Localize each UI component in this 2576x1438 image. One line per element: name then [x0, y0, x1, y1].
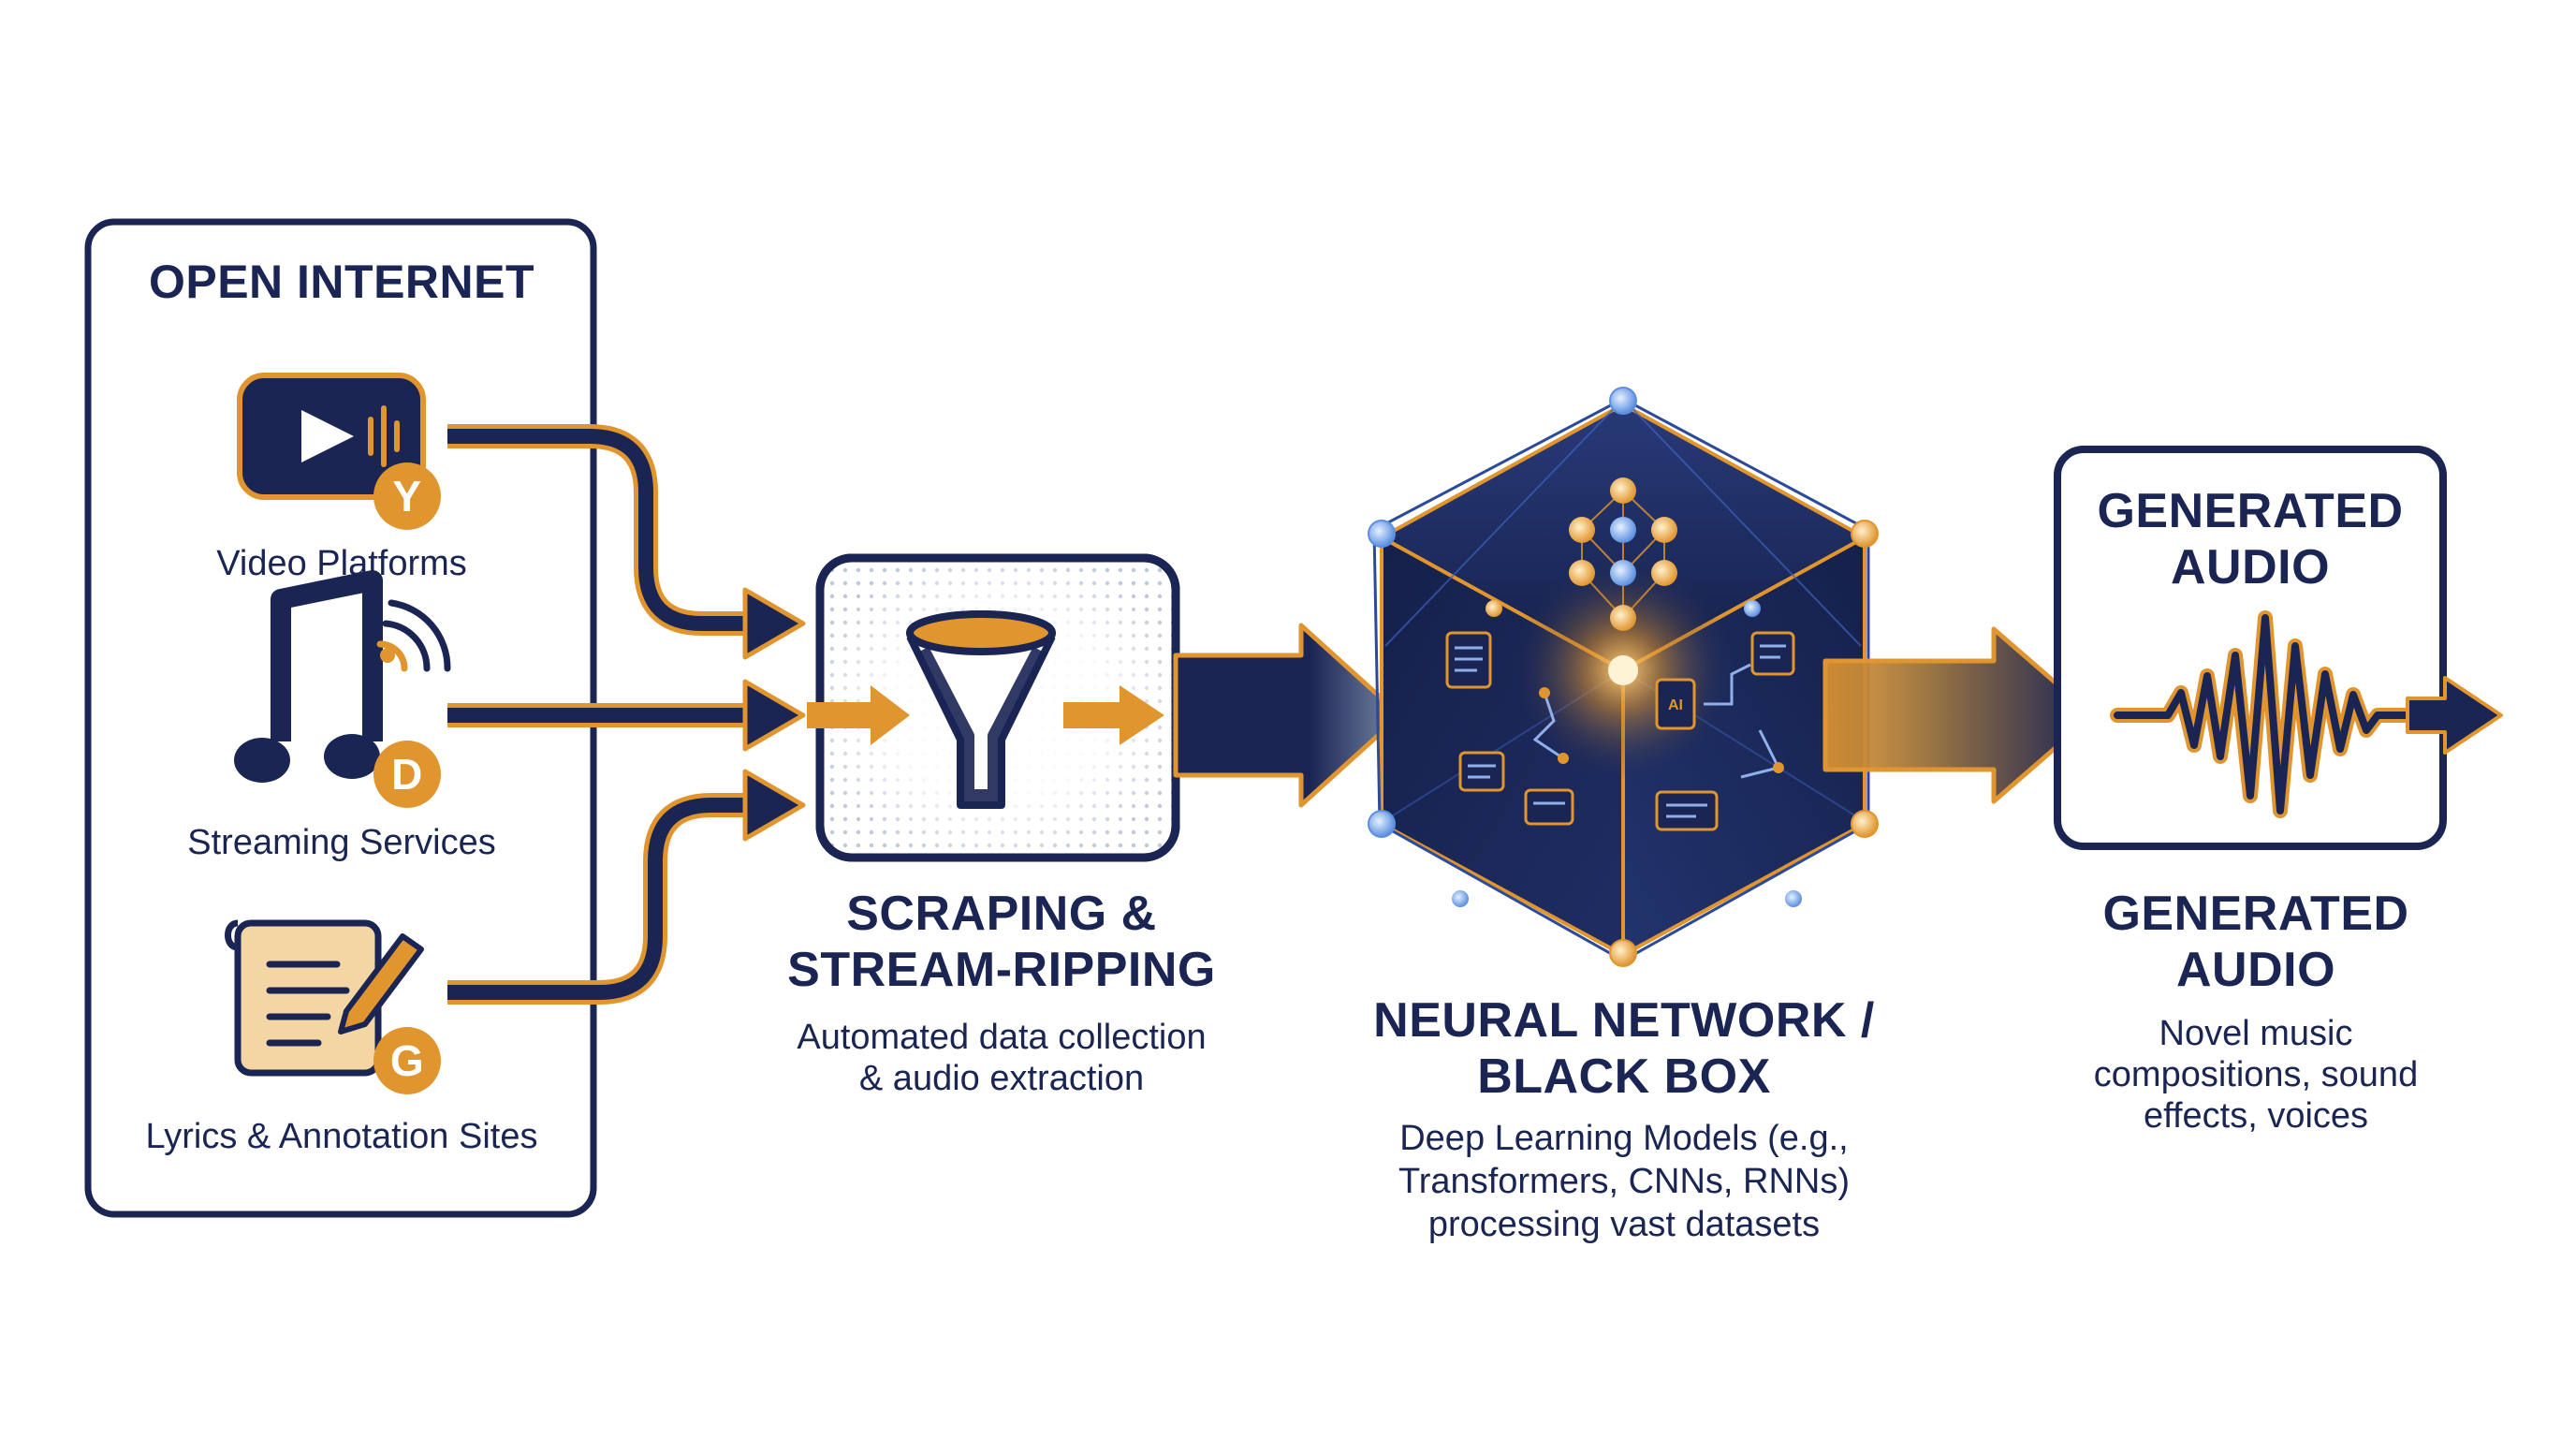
waveform-icon	[2110, 610, 2503, 818]
ai-panel-text: AI	[1668, 697, 1683, 713]
scrape-in-arrow	[807, 685, 910, 745]
lyrics-badge-letter: G	[389, 1036, 425, 1085]
streaming-badge	[373, 741, 441, 808]
neural-title-line2: BLACK BOX	[1477, 1049, 1771, 1104]
neural-desc-line3: processing vast datasets	[1427, 1205, 1821, 1244]
music-note-icon	[234, 570, 451, 783]
source-arrows	[447, 424, 806, 1005]
streaming-badge-letter: D	[391, 750, 423, 799]
output-desc-line1: Novel music	[2159, 1014, 2353, 1053]
output-desc-line3: effects, voices	[2143, 1096, 2369, 1136]
document-pen-icon	[225, 919, 424, 1077]
scraping-desc-line1: Automated data collection	[797, 1018, 1207, 1057]
lyrics-badge	[373, 1027, 441, 1094]
scrape-out-arrow	[1063, 685, 1164, 745]
output-desc-line2: compositions, sound	[2093, 1055, 2419, 1094]
streaming-services-label: Streaming Services	[187, 823, 496, 862]
funnel-icon	[906, 610, 1056, 809]
video-platforms-label: Video Platforms	[216, 544, 467, 583]
output-box-title-line2: AUDIO	[2170, 540, 2331, 594]
lyrics-sites-label: Lyrics & Annotation Sites	[145, 1117, 538, 1156]
scraping-title-line2: STREAM-RIPPING	[787, 943, 1216, 997]
network-to-output-arrow	[1822, 626, 2096, 804]
video-badge-letter: Y	[392, 472, 422, 521]
video-play-icon	[237, 373, 426, 500]
neural-cube-icon: AI	[1368, 387, 1879, 967]
scraping-desc-line2: & audio extraction	[858, 1059, 1145, 1098]
output-title-line1: GENERATED	[2102, 887, 2409, 941]
scraping-title-line1: SCRAPING &	[846, 887, 1157, 941]
scraper-to-network-arrow	[1173, 623, 1403, 808]
neural-desc-line1: Deep Learning Models (e.g.,	[1399, 1119, 1849, 1158]
open-internet-title: OPEN INTERNET	[148, 256, 535, 308]
output-title-line2: AUDIO	[2175, 943, 2336, 997]
output-box-title-line1: GENERATED	[2097, 484, 2404, 538]
neural-desc-line2: Transformers, CNNs, RNNs)	[1398, 1162, 1851, 1201]
neural-title-line1: NEURAL NETWORK /	[1373, 993, 1875, 1048]
video-badge	[373, 462, 441, 530]
